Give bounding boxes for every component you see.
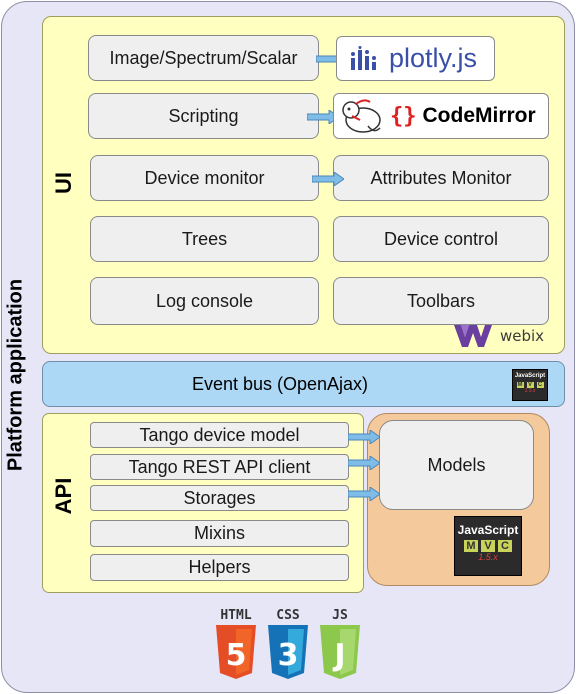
plotly-bars-icon [351, 45, 376, 70]
api-item-tango-device-model: Tango device model [90, 422, 349, 448]
event-bus-label: Event bus (OpenAjax) [191, 373, 369, 394]
arrow-device-model-to-models-icon [348, 430, 380, 444]
ui-label: UI [51, 171, 76, 194]
plotly-logo: plotly.js [336, 36, 495, 81]
api-item-mixins: Mixins [90, 520, 349, 547]
codemirror-logo-text: CodeMirror [422, 104, 536, 127]
css3-shield-icon: 3 [268, 625, 308, 679]
webix-w-icon [454, 325, 492, 347]
webix-logo: webix [454, 322, 554, 350]
toolbars-box: Toolbars [333, 277, 549, 325]
image-spectrum-scalar-box: Image/Spectrum/Scalar [88, 35, 319, 81]
html5-logo: HTML 5 [214, 608, 258, 682]
device-monitor-box: Device monitor [90, 155, 319, 201]
arrow-rest-client-to-models-icon [348, 456, 380, 470]
codemirror-logo: {} CodeMirror [333, 93, 549, 139]
css3-logo: CSS 3 [266, 608, 310, 682]
css3-shield-text: 3 [278, 638, 299, 673]
platform-label: Platform application [4, 278, 27, 472]
api-item-storages: Storages [90, 485, 349, 511]
arrow-storages-to-models-icon [348, 487, 380, 501]
device-control-box: Device control [333, 216, 549, 262]
js-logo: JS J [318, 608, 362, 682]
jsmvc-logo: JavaScript M V C 1.5.x [454, 516, 522, 576]
jsmvc-small-logo: JavaScript M V C 1.5.x [512, 369, 548, 401]
plotly-logo-text: plotly.js [389, 43, 478, 73]
models-box: Models [379, 420, 534, 510]
html5-shield-text: 5 [226, 638, 247, 673]
api-item-tango-rest-client: Tango REST API client [90, 454, 349, 480]
arrow-device-monitor-to-attributes-icon [312, 172, 344, 186]
js-shield-text: J [332, 638, 345, 673]
js-shield-icon: J [320, 625, 360, 679]
api-label: API [51, 477, 76, 514]
codemirror-brace-icon: {} [390, 103, 417, 129]
scripting-box: Scripting [88, 93, 319, 139]
html5-shield-icon: 5 [216, 625, 256, 679]
api-item-helpers: Helpers [90, 554, 349, 581]
webix-logo-text: webix [500, 327, 545, 345]
event-bus-panel [42, 361, 565, 407]
log-console-box: Log console [90, 277, 319, 325]
codemirror-creature-icon [342, 99, 381, 133]
trees-box: Trees [90, 216, 319, 262]
attributes-monitor-box: Attributes Monitor [333, 155, 549, 201]
